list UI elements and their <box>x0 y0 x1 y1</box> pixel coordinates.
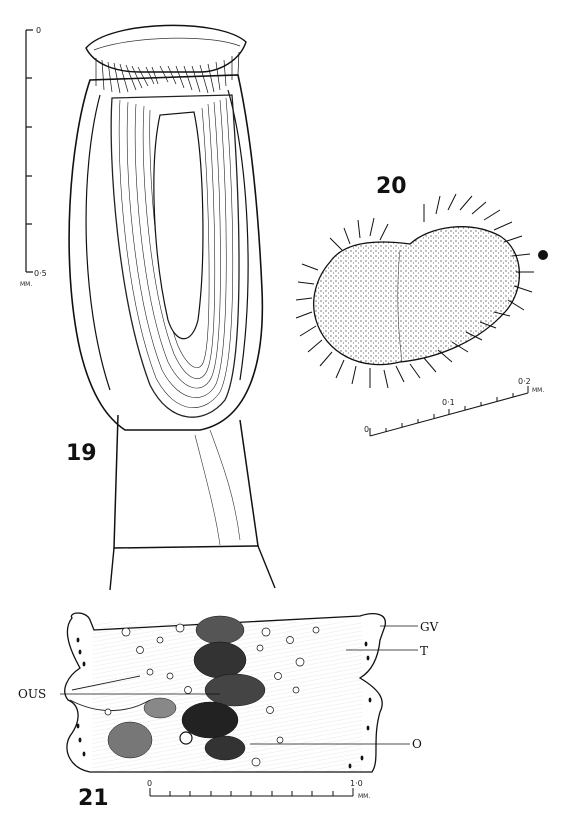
figure-21-scale-bar <box>149 788 354 797</box>
figure-21-edge-pores <box>76 637 372 769</box>
figure-19-drawing: 0 0·5 MM. <box>20 24 276 591</box>
figure-21-scale-end: 1·0 <box>350 779 363 788</box>
figure-19-scale-start: 0 <box>36 26 41 35</box>
figure-21-number: 21 <box>78 786 109 811</box>
figure-20-scale-start: 0 <box>364 425 369 434</box>
figure-19-scale-bar <box>25 29 33 273</box>
figure-21-scale-start: 0 <box>147 779 152 788</box>
figure-21-cell-clusters <box>107 615 266 761</box>
figure-20-number: 20 <box>376 174 407 199</box>
figure-19-lumen <box>153 111 204 340</box>
figure-20-scale-end: 0·2 <box>518 377 531 386</box>
figure-21-scale-unit: MM. <box>358 793 370 800</box>
label-gv: GV <box>420 620 439 634</box>
figure-20-disk <box>313 226 521 366</box>
figure-19-inner-mass <box>110 94 240 418</box>
figure-21-oocytes <box>104 623 320 767</box>
figure-20-scale-mid: 0·1 <box>442 398 455 407</box>
figure-21-leader-lines <box>60 625 418 745</box>
figure-20-scale-bar <box>369 386 529 437</box>
figure-20-tentacles <box>295 193 534 389</box>
figure-19-stalk <box>113 414 259 549</box>
figure-19-scale-unit: MM. <box>20 281 32 288</box>
figure-20-scale-unit: MM. <box>532 387 544 394</box>
label-ous: OUS <box>18 687 46 701</box>
figure-20-drawing: 20 0 0·1 0·2 MM. <box>295 174 548 437</box>
ink-spot <box>538 250 548 260</box>
figure-19-number: 19 <box>66 441 97 466</box>
figure-19-scale-end: 0·5 <box>34 269 47 278</box>
figure-21-drawing: GV T OUS O 21 0 1·0 MM. <box>18 612 439 811</box>
label-t: T <box>420 644 428 658</box>
figure-19-crown <box>85 24 247 94</box>
label-o: O <box>412 737 422 751</box>
